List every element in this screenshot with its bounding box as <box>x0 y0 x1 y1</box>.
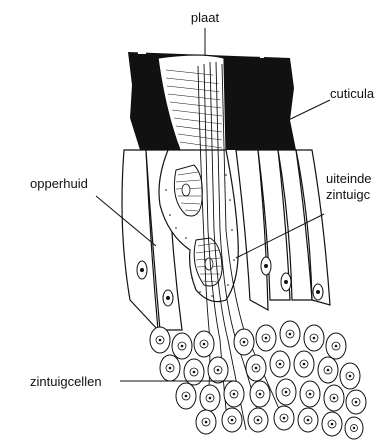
label-zintuigcellen: zintuigcellen <box>30 374 102 389</box>
label-opperhuid: opperhuid <box>30 176 88 191</box>
label-uiteinde-line1: uiteinde <box>326 171 372 186</box>
label-cuticula: cuticula <box>330 86 375 101</box>
label-uiteinde-line2: zintuigc <box>326 187 371 202</box>
label-plaat: plaat <box>191 10 220 25</box>
